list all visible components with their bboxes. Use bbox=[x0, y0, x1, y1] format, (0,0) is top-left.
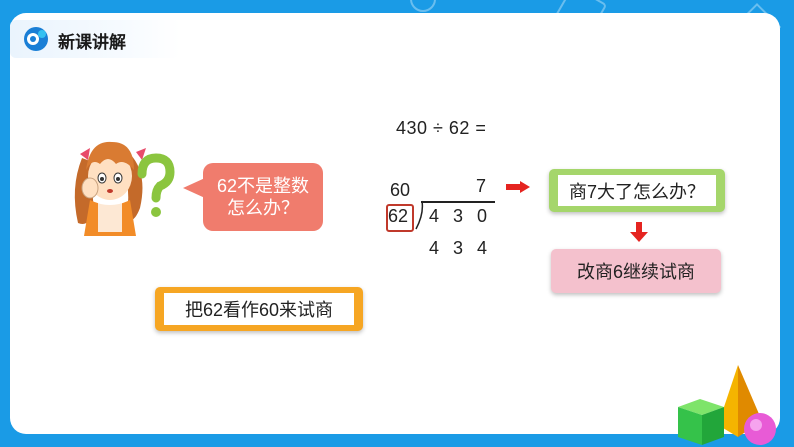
question-card-text: 商7大了怎么办？ bbox=[568, 181, 705, 202]
girl-thinking-illustration bbox=[74, 141, 175, 236]
page-title: 新课讲解 bbox=[58, 33, 126, 52]
arrow-down-icon bbox=[630, 222, 648, 242]
product-digit-3: 4 bbox=[477, 238, 488, 258]
content-panel bbox=[10, 13, 780, 434]
dividend-digit-3: 0 bbox=[477, 206, 488, 226]
hint-card-text: 把62看作60来试商 bbox=[184, 300, 334, 320]
quotient-digit: 7 bbox=[476, 176, 487, 196]
dividend-digit-2: 3 bbox=[453, 206, 464, 226]
speech-bubble: 62不是整数 怎么办？ bbox=[203, 163, 323, 231]
division-equation: 430 ÷ 62 = bbox=[396, 118, 487, 138]
dividend-digit-1: 4 bbox=[429, 206, 440, 226]
hint-card: 把62看作60来试商 bbox=[155, 287, 363, 331]
speech-bubble-tail bbox=[183, 178, 205, 198]
bubble-line-2: 怎么办？ bbox=[227, 198, 299, 218]
answer-card: 改商6继续试商 bbox=[551, 249, 721, 293]
question-card: 商7大了怎么办？ bbox=[549, 169, 725, 212]
divisor-number: 62 bbox=[388, 206, 409, 226]
logo-icon bbox=[24, 27, 48, 51]
geometric-shapes-illustration bbox=[678, 365, 776, 445]
divisor-box bbox=[386, 204, 414, 232]
bg-decoration-circle bbox=[410, 0, 436, 12]
estimate-number: 60 bbox=[390, 180, 411, 200]
product-digit-2: 3 bbox=[453, 238, 464, 258]
division-bracket bbox=[415, 200, 424, 230]
bubble-line-1: 62不是整数 bbox=[216, 176, 310, 196]
answer-card-text: 改商6继续试商 bbox=[576, 262, 695, 282]
product-digit-1: 4 bbox=[429, 238, 440, 258]
arrow-right-icon bbox=[506, 181, 530, 193]
division-bar bbox=[421, 201, 495, 203]
